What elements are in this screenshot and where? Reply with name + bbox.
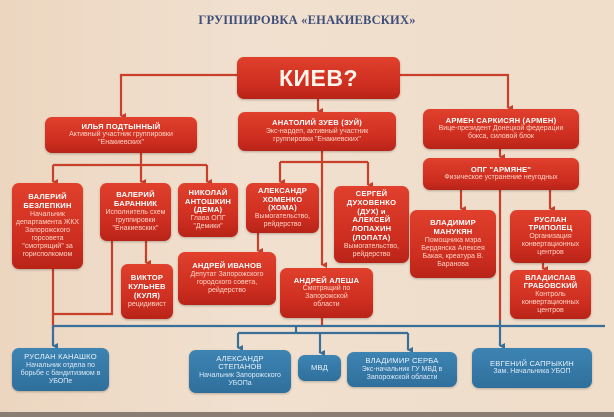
node-role: Депутат Запорожского городского совета, … — [190, 270, 264, 294]
node-role: Глава ОПГ "Демики" — [190, 215, 226, 231]
node-name: ВЛАДИСЛАВ ГРАБОВСКИЙ — [523, 272, 578, 291]
node-manukyan: ВЛАДИМИР МАНУКЯН Помощника мэра Бердянск… — [410, 210, 496, 278]
node-name: РУСЛАН ТРИПОЛЕЦ — [528, 214, 573, 233]
node-name: АРМЕН САРКИСЯН (АРМЕН) — [445, 115, 557, 125]
node-bezlepkin: ВАЛЕРИЙ БЕЗЛЕПКИН Начальник департамента… — [12, 183, 83, 269]
node-tripolets: РУСЛАН ТРИПОЛЕЦ Организация конвертацион… — [510, 210, 591, 263]
root-box-kiev: КИЕВ? — [237, 57, 400, 99]
node-role: рецидивист — [127, 300, 167, 308]
node-name: ВЛАДИМИР СЕРБА — [365, 356, 439, 366]
node-name: ВИКТОР КУЛЬНЕВ (КУЛЯ) — [128, 273, 166, 300]
node-kanashko: РУСЛАН КАНАШКО Начальник отдела по борьб… — [12, 348, 109, 391]
node-name: ВАЛЕРИЙ БАРАННИК — [113, 190, 158, 208]
node-name: ИЛЬЯ ПОДТЫННЫЙ — [81, 121, 161, 131]
page-edge — [0, 412, 614, 417]
node-kulnev: ВИКТОР КУЛЬНЕВ (КУЛЯ) рецидивист — [121, 264, 173, 319]
node-role: Вымогательство, рейдерство — [343, 242, 400, 258]
node-role: Физическое устранение неугодных — [444, 174, 558, 182]
node-role: Вице-президент Донецкой федерации бокса,… — [438, 125, 564, 141]
node-role: Начальник департамента ЖКХ Запорожского … — [15, 210, 80, 258]
node-role: Помощника мэра Бердянска Алексея Бакая, … — [421, 236, 485, 268]
node-name: ОПГ "АРМЯНЕ" — [470, 164, 532, 174]
node-role: Зам. Начальника УБОП — [493, 368, 571, 376]
node-name: АЛЕКСАНДР ХОМЕНКО (ХОМА) — [257, 185, 308, 213]
node-role: Организация конвертационных центров — [521, 233, 580, 257]
node-antoshkin: НИКОЛАЙ АНТОШКИН (ДЕМА) Глава ОПГ "Демик… — [178, 183, 238, 237]
node-ivanov: АНДРЕЙ ИВАНОВ Депутат Запорожского город… — [178, 252, 276, 305]
node-role: Смотрящий по Запорожской области — [302, 285, 351, 309]
node-role: Активный участник группировки "Енакиевск… — [69, 131, 173, 147]
node-role: Начальник отдела по борьбе с бандитизмом… — [20, 361, 101, 385]
node-name: АЛЕКСАНДР СТЕПАНОВ — [216, 353, 264, 372]
node-saprykin: ЕВГЕНИЙ САПРЫКИН Зам. Начальника УБОП — [472, 348, 592, 388]
node-stepanov: АЛЕКСАНДР СТЕПАНОВ Начальник Запорожског… — [189, 350, 291, 393]
node-baranik: ВАЛЕРИЙ БАРАННИК Исполнитель схем группи… — [100, 183, 171, 241]
node-zuev: АНАТОЛИЙ ЗУЕВ (ЗУЙ) Экс-нардеп, активный… — [238, 112, 396, 151]
diagram-title: ГРУППИРОВКА «ЕНАКИЕВСКИХ» — [198, 13, 416, 27]
node-role: Экс-нардеп, активный участник группировк… — [265, 127, 369, 143]
node-name: ЕВГЕНИЙ САПРЫКИН — [490, 358, 574, 368]
node-role: Исполнитель схем группировки "Енакиевски… — [105, 208, 166, 232]
node-name: СЕРГЕЙ ДУХОВЕНКО (ДУХ) и АЛЕКСЕЙ ЛОПАХИН… — [346, 189, 397, 242]
node-alesha: АНДРЕЙ АЛЕША Смотрящий по Запорожской об… — [280, 268, 373, 318]
node-khomenko: АЛЕКСАНДР ХОМЕНКО (ХОМА) Вымогательство,… — [246, 183, 319, 233]
node-name: АНДРЕЙ АЛЕША — [293, 275, 360, 285]
node-mvd: МВД — [298, 355, 341, 381]
root-label: КИЕВ? — [278, 64, 359, 91]
node-name: МВД — [311, 362, 328, 372]
node-name: НИКОЛАЙ АНТОШКИН (ДЕМА) — [184, 187, 232, 215]
node-name: ВАЛЕРИЙ БЕЗЛЕПКИН — [23, 192, 72, 210]
node-role: Контроль конвертационных центров — [521, 291, 580, 315]
node-role: Начальник Запорожского УБОПа — [199, 372, 281, 388]
node-dukhovenko-lopakhin: СЕРГЕЙ ДУХОВЕНКО (ДУХ) и АЛЕКСЕЙ ЛОПАХИН… — [334, 186, 409, 263]
node-name: РУСЛАН КАНАШКО — [24, 352, 97, 362]
node-opg-armyane: ОПГ "АРМЯНЕ" Физическое устранение неуго… — [423, 158, 579, 190]
node-name: АНАТОЛИЙ ЗУЕВ (ЗУЙ) — [272, 118, 362, 128]
node-role: Экс-начальник ГУ МВД в Запорожской облас… — [361, 365, 443, 381]
node-role: Вымогательство, рейдерство — [254, 213, 311, 229]
node-sarkisyan: АРМЕН САРКИСЯН (АРМЕН) Вице-президент До… — [423, 109, 579, 149]
node-name: ВЛАДИМИР МАНУКЯН — [430, 218, 476, 236]
node-name: АНДРЕЙ ИВАНОВ — [192, 261, 262, 271]
node-podtynny: ИЛЬЯ ПОДТЫННЫЙ Активный участник группир… — [45, 117, 197, 153]
node-grabovsky: ВЛАДИСЛАВ ГРАБОВСКИЙ Контроль конвертаци… — [510, 270, 591, 319]
node-serba: ВЛАДИМИР СЕРБА Экс-начальник ГУ МВД в За… — [347, 352, 457, 387]
